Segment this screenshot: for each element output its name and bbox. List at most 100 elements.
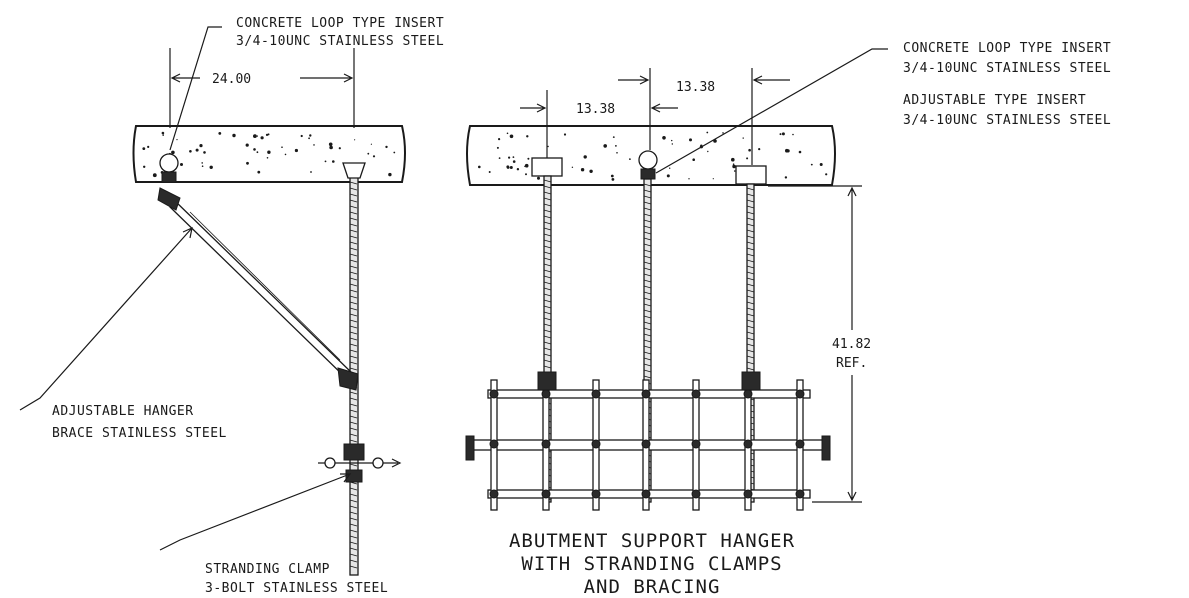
thread-mark [349, 223, 358, 227]
aggregate-speck [506, 165, 510, 169]
aggregate-speck [524, 165, 526, 167]
aggregate-speck [209, 165, 213, 169]
thread-mark [349, 259, 358, 263]
aggregate-speck [162, 134, 164, 136]
aggregate-speck [792, 133, 794, 136]
thread-mark [746, 265, 755, 269]
aggregate-speck [171, 150, 175, 155]
aggregate-speck [583, 155, 587, 159]
brace-leader [19, 227, 193, 411]
thread-mark [543, 281, 552, 285]
aggregate-speck [731, 157, 735, 162]
aggregate-speck [281, 146, 283, 148]
aggregate-speck [332, 160, 335, 163]
aggregate-speck [328, 142, 333, 147]
aggregate-speck [662, 136, 666, 140]
clamp-assembly [465, 371, 831, 511]
thread-mark [543, 335, 552, 339]
thread-mark [543, 197, 552, 201]
thread-mark [746, 289, 755, 293]
aggregate-speck [496, 146, 499, 149]
left-insert-label-1: CONCRETE LOOP TYPE INSERT [236, 16, 444, 31]
aggregate-speck [798, 150, 802, 154]
thread-mark [543, 215, 552, 219]
thread-mark [543, 233, 552, 237]
aggregate-speck [547, 145, 549, 148]
aggregate-speck [706, 131, 709, 134]
aggregate-speck [152, 173, 157, 178]
thread-mark [349, 421, 358, 425]
thread-mark [643, 225, 652, 229]
thread-mark [349, 205, 358, 209]
thread-mark [643, 249, 652, 253]
thread-mark [349, 181, 358, 185]
thread-mark [543, 347, 552, 351]
right-adjustable-insert-a [531, 157, 563, 177]
thread-mark [543, 239, 552, 243]
drawing-title-line-1: ABUTMENT SUPPORT HANGER [509, 530, 795, 552]
thread-mark [643, 231, 652, 235]
aggregate-speck [203, 151, 206, 154]
thread-mark [349, 241, 358, 245]
thread-mark [643, 291, 652, 295]
clamp-nut [641, 489, 651, 499]
aggregate-speck [589, 169, 593, 173]
thread-mark [643, 279, 652, 283]
clamp-nut [591, 439, 601, 449]
thread-mark [349, 391, 358, 395]
thread-mark [349, 439, 358, 443]
thread-mark [349, 355, 358, 359]
thread-mark [543, 245, 552, 249]
aggregate-speck [393, 151, 396, 154]
thread-mark [543, 353, 552, 357]
aggregate-speck [733, 170, 736, 172]
thread-mark [746, 253, 755, 257]
thread-mark [349, 463, 358, 467]
left-view: 24.00 CONCRETE LOOP TYPE INSERT 3/4-10UN… [19, 16, 444, 596]
thread-mark [349, 523, 358, 527]
thread-mark [543, 317, 552, 321]
thread-mark [543, 185, 552, 189]
aggregate-speck [671, 143, 673, 145]
aggregate-speck [498, 138, 501, 141]
clamp-nut [591, 389, 601, 399]
aggregate-speck [819, 163, 823, 166]
thread-mark [746, 205, 755, 209]
thread-mark [349, 319, 358, 323]
right-loop-insert-nut [640, 168, 656, 180]
aggregate-speck [689, 138, 692, 142]
thread-mark [643, 219, 652, 223]
thread-mark [349, 529, 358, 533]
aggregate-speck [372, 155, 376, 158]
aggregate-speck [571, 166, 574, 168]
thread-mark [349, 193, 358, 197]
aggregate-speck [195, 148, 199, 152]
aggregate-speck [712, 178, 714, 180]
thread-mark [349, 565, 358, 569]
adjustable-insert-label-2: 3/4-10UNC STAINLESS STEEL [903, 113, 1111, 128]
aggregate-speck [246, 161, 249, 165]
thread-mark [349, 235, 358, 239]
aggregate-speck [313, 144, 315, 146]
clamp-label-2: 3-BOLT STAINLESS STEEL [205, 581, 388, 596]
left-insert-eye-nut [161, 171, 177, 183]
aggregate-speck [526, 135, 529, 138]
thread-mark [643, 261, 652, 265]
aggregate-speck [810, 163, 813, 166]
aggregate-speck [748, 148, 751, 152]
dim-24-arrow-right [300, 73, 354, 83]
thread-mark [643, 285, 652, 289]
clamp-nut [795, 489, 805, 499]
thread-mark [349, 505, 358, 509]
thread-mark [746, 325, 755, 329]
dim-height-note: REF. [836, 356, 867, 371]
thread-mark [643, 237, 652, 241]
clamp-nut [795, 439, 805, 449]
right-view: 13.38 13.38 41.82 REF. CONCRETE LOOP TYP… [465, 41, 1111, 598]
thread-mark [349, 247, 358, 251]
thread-mark [746, 259, 755, 263]
thread-mark [746, 235, 755, 239]
aggregate-speck [779, 133, 782, 136]
aggregate-speck [367, 152, 370, 155]
aggregate-speck [245, 143, 249, 147]
